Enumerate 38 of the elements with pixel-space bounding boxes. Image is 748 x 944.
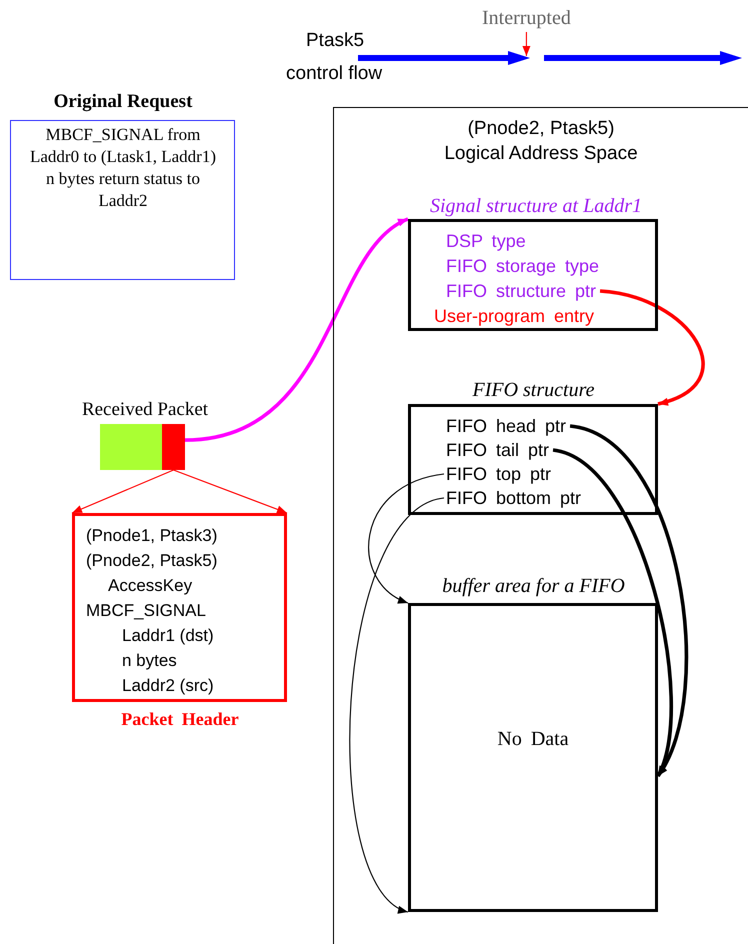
header-field: Laddr1 (dst)	[122, 625, 214, 647]
field-label: FIFO storage type	[446, 255, 600, 277]
arrow	[173, 469, 288, 514]
header-field: n bytes	[122, 650, 177, 672]
flow-label: Ptask5	[306, 30, 364, 52]
box-title: (Pnode2, Ptask5) Logical Address Space	[443, 117, 639, 166]
box-heading: Original Request	[52, 90, 194, 114]
box-heading: FIFO structure	[471, 378, 596, 403]
arrow	[72, 470, 174, 514]
arrow	[600, 289, 705, 406]
field-label: DSP type	[446, 230, 526, 252]
field-label: FIFO structure ptr	[446, 280, 596, 302]
field-label: FIFO bottom ptr	[446, 487, 582, 509]
leader-line	[522, 32, 530, 56]
arrow	[570, 424, 688, 777]
header-field: Laddr2 (src)	[122, 675, 214, 697]
field-label: FIFO tail ptr	[446, 439, 550, 461]
arrow	[552, 448, 673, 777]
arrow	[184, 217, 409, 442]
box-text: No Data	[496, 727, 570, 752]
address-space-box	[333, 107, 748, 944]
header-field: MBCF_SIGNAL	[86, 600, 206, 622]
field-label: User-program entry	[434, 305, 594, 327]
arrow	[368, 473, 444, 604]
box-caption: Packet Header	[120, 708, 240, 731]
field-label: FIFO head ptr	[446, 415, 566, 437]
annotation-text: Interrupted	[482, 6, 571, 30]
box-heading: Received Packet	[80, 398, 210, 422]
arrow	[349, 497, 444, 912]
request-text: MBCF_SIGNAL from Laddr0 to (Ltask1, Laddr1) n bytes return status to Laddr2	[29, 124, 217, 212]
header-field: AccessKey	[108, 575, 192, 597]
header-field: (Pnode1, Ptask3)	[86, 525, 218, 547]
field-label: FIFO top ptr	[446, 463, 552, 485]
header-field: (Pnode2, Ptask5)	[86, 550, 218, 572]
box-heading: Signal structure at Laddr1	[428, 194, 644, 219]
box-heading: buffer area for a FIFO	[441, 574, 626, 599]
flow-label: control flow	[286, 63, 382, 85]
packet-header-bar	[162, 424, 185, 470]
